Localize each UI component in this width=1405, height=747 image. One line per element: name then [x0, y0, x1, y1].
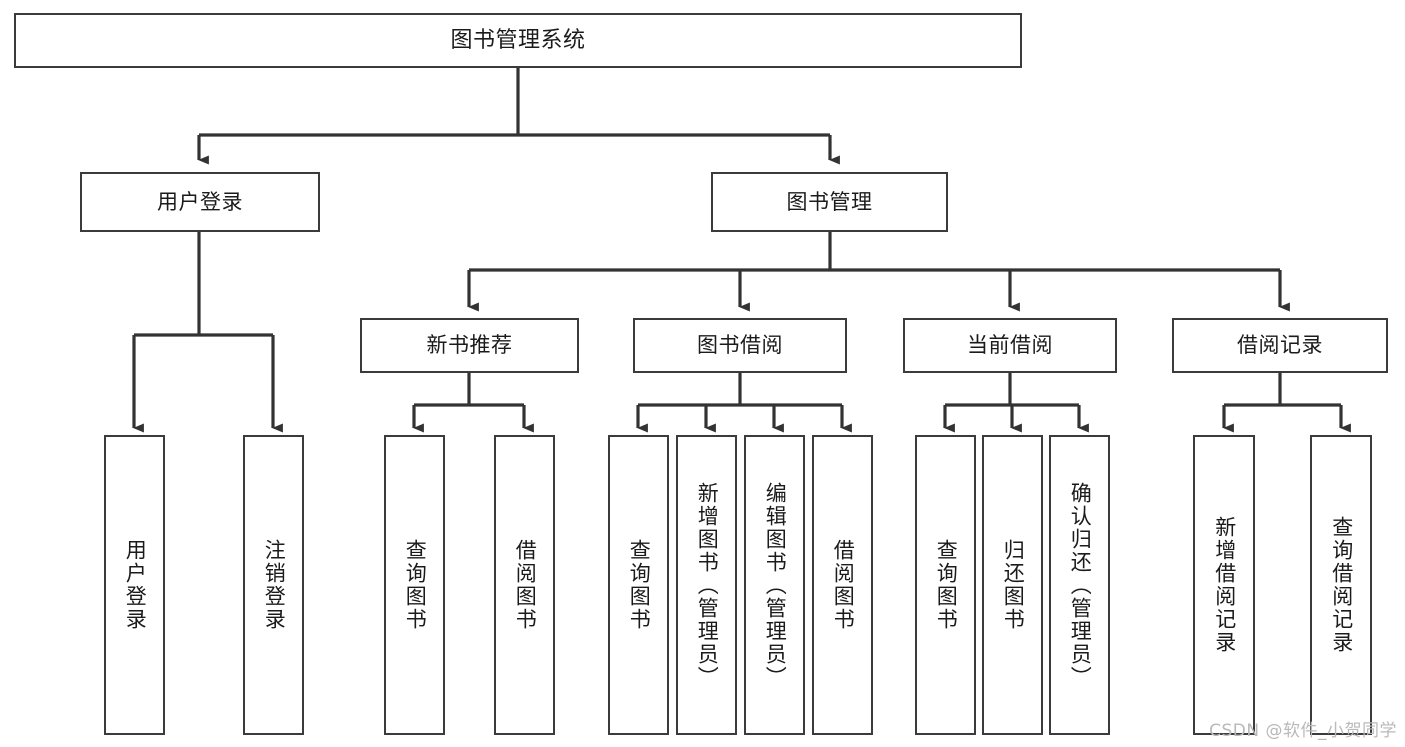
node-label: 当前借阅: [967, 333, 1053, 358]
node-label: 借阅图书: [831, 539, 856, 631]
node-label: 用户登录: [123, 539, 148, 631]
node-current-borrow[interactable]: 当前借阅: [903, 318, 1117, 373]
node-label: 借阅记录: [1237, 333, 1323, 358]
node-label: 图书管理系统: [450, 27, 586, 53]
leaf-book-borrow-edit[interactable]: 编辑图书（管理员）: [744, 435, 805, 735]
node-label: 借阅图书: [513, 539, 538, 631]
leaf-book-borrow-add[interactable]: 新增图书（管理员）: [676, 435, 737, 735]
leaf-current-borrow-return[interactable]: 归还图书: [982, 435, 1043, 735]
node-book-management[interactable]: 图书管理: [711, 172, 948, 232]
leaf-book-borrow-borrow[interactable]: 借阅图书: [812, 435, 873, 735]
node-book-borrow[interactable]: 图书借阅: [633, 318, 847, 373]
node-label: 用户登录: [157, 189, 243, 214]
leaf-book-borrow-query[interactable]: 查询图书: [608, 435, 669, 735]
node-label: 查询借阅记录: [1329, 516, 1354, 654]
node-label: 查询图书: [403, 539, 428, 631]
node-label: 新书推荐: [426, 333, 513, 358]
node-label: 查询图书: [934, 539, 959, 631]
leaf-new-book-borrow[interactable]: 借阅图书: [494, 435, 555, 735]
leaf-borrow-record-add[interactable]: 新增借阅记录: [1193, 435, 1255, 735]
node-user-login[interactable]: 用户登录: [80, 172, 320, 232]
leaf-current-borrow-query[interactable]: 查询图书: [915, 435, 976, 735]
leaf-new-book-query[interactable]: 查询图书: [384, 435, 445, 735]
leaf-current-borrow-confirm-return[interactable]: 确认归还（管理员）: [1049, 435, 1110, 735]
node-label: 编辑图书（管理员）: [763, 481, 788, 689]
node-label: 注销登录: [262, 539, 287, 631]
node-label: 新增借阅记录: [1212, 516, 1237, 654]
leaf-user-login-logout[interactable]: 注销登录: [243, 435, 304, 735]
node-new-book-recommend[interactable]: 新书推荐: [360, 318, 579, 373]
leaf-borrow-record-query[interactable]: 查询借阅记录: [1310, 435, 1372, 735]
node-label: 归还图书: [1001, 539, 1026, 631]
node-label: 新增图书（管理员）: [695, 481, 720, 689]
leaf-user-login-login[interactable]: 用户登录: [104, 435, 165, 735]
node-label: 查询图书: [627, 539, 652, 631]
node-label: 图书管理: [786, 189, 873, 214]
watermark-text: CSDN @软件_小贺同学: [1209, 721, 1397, 741]
node-label: 图书借阅: [697, 333, 783, 358]
node-label: 确认归还（管理员）: [1068, 481, 1093, 689]
node-borrow-record[interactable]: 借阅记录: [1172, 318, 1388, 373]
node-root-book-management-system[interactable]: 图书管理系统: [14, 13, 1022, 68]
